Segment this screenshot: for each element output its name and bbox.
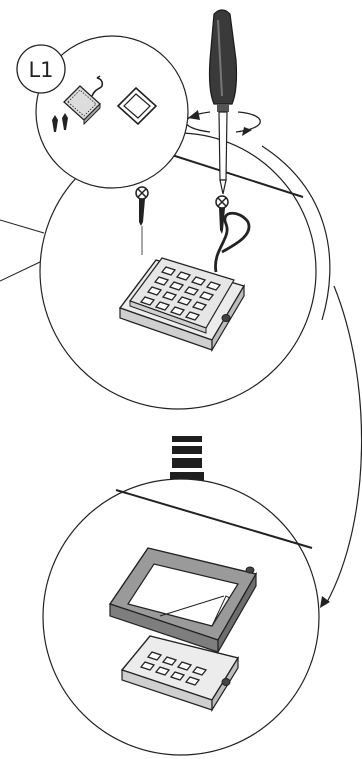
mounting-detail-view [0, 133, 316, 409]
leader-line [0, 220, 44, 233]
step-label: L1 [28, 58, 53, 82]
leader-line [0, 262, 40, 281]
frame-detail-view [43, 479, 319, 755]
kit-inset: L1 [17, 36, 188, 188]
